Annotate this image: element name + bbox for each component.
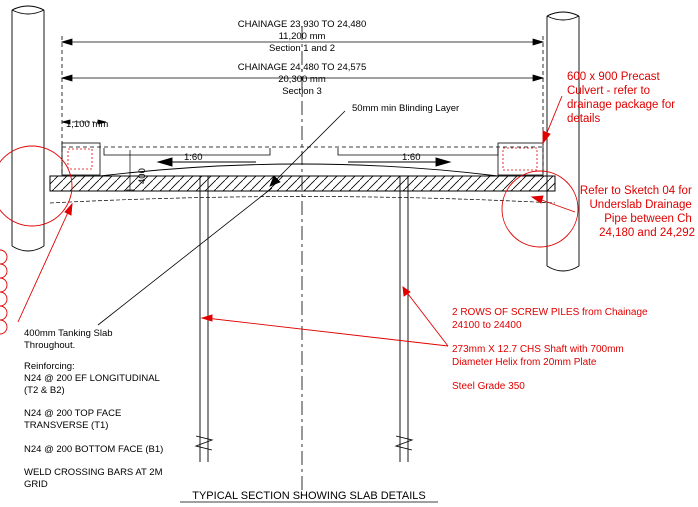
left-culvert-markup: [67, 148, 93, 170]
shaft-markup-note: 273mm X 12.7 CHS Shaft with 700mm Diamet…: [452, 344, 627, 368]
leader-piles-left: [200, 314, 449, 347]
weld-note: WELD CROSSING BARS AT 2M GRID: [24, 467, 165, 490]
dashed-outline: [61, 36, 544, 176]
piles-markup-note: 2 ROWS OF SCREW PILES from Chainage 2410…: [452, 307, 650, 331]
width-1-label: 11,200 mm: [279, 31, 326, 42]
leader-drainage-left: [17, 202, 73, 323]
fall-arrow-left: [156, 157, 256, 167]
fall-right-label: 1:60: [402, 152, 421, 163]
leader-piles-right: [402, 286, 449, 347]
leader-drainage: [530, 195, 576, 213]
section-1-label: Section 1 and 2: [269, 43, 335, 54]
reinforcing-title: Reinforcing:: [24, 361, 75, 372]
slab-top-profile: [99, 163, 499, 177]
reinf-longitudinal-note: N24 @ 200 EF LONGITUDINAL (T2 & B2): [24, 373, 162, 396]
offset-dimension: [61, 119, 107, 125]
fall-left-label: 1:60: [184, 152, 203, 163]
section-2-label: Section 3: [282, 86, 322, 97]
reinf-top-note: N24 @ 200 TOP FACE TRANSVERSE (T1): [24, 408, 124, 431]
slab-depth-dim: [126, 150, 134, 191]
slab-depth-label: 400: [137, 168, 148, 184]
drainage-markup-note: Refer to Sketch 04 for Underslab Drainag…: [580, 185, 695, 239]
right-culvert: [497, 142, 544, 176]
leader-culvert: [542, 95, 563, 145]
markup-circle-left: [0, 145, 73, 227]
chainage-1-label: CHAINAGE 23,930 TO 24,480: [238, 19, 367, 30]
fall-brackets: [103, 148, 499, 156]
dimension-line-1: [60, 38, 545, 46]
drawing-title: TYPICAL SECTION SHOWING SLAB DETAILS: [192, 490, 426, 502]
grade-markup-note: Steel Grade 350: [452, 381, 525, 392]
dimension-line-2: [60, 74, 545, 82]
fall-arrow-right: [348, 157, 452, 167]
markup-cloud-left: [0, 249, 8, 335]
width-2-label: 20,300 mm: [278, 74, 326, 85]
leader-blinding: [269, 110, 346, 187]
screw-pile-right: [394, 176, 414, 462]
leader-tanking: [97, 187, 273, 326]
left-column: [11, 5, 45, 252]
chainage-2-label: CHAINAGE 24,480 TO 24,575: [238, 62, 367, 73]
culvert-markup-note: 600 x 900 Precast Culvert - refer to dra…: [567, 71, 678, 125]
offset-label: 1,100 mm: [66, 119, 108, 130]
blinding-note: 50mm min Blinding Layer: [352, 103, 459, 114]
right-culvert-markup: [502, 147, 538, 171]
slab: [49, 175, 556, 192]
reinf-bottom-note: N24 @ 200 BOTTOM FACE (B1): [24, 444, 163, 455]
markup-circle-right: [501, 170, 579, 248]
right-column: [546, 11, 580, 272]
tanking-note: 400mm Tanking Slab Throughout.: [24, 328, 115, 351]
blinding-layer: [49, 196, 556, 204]
